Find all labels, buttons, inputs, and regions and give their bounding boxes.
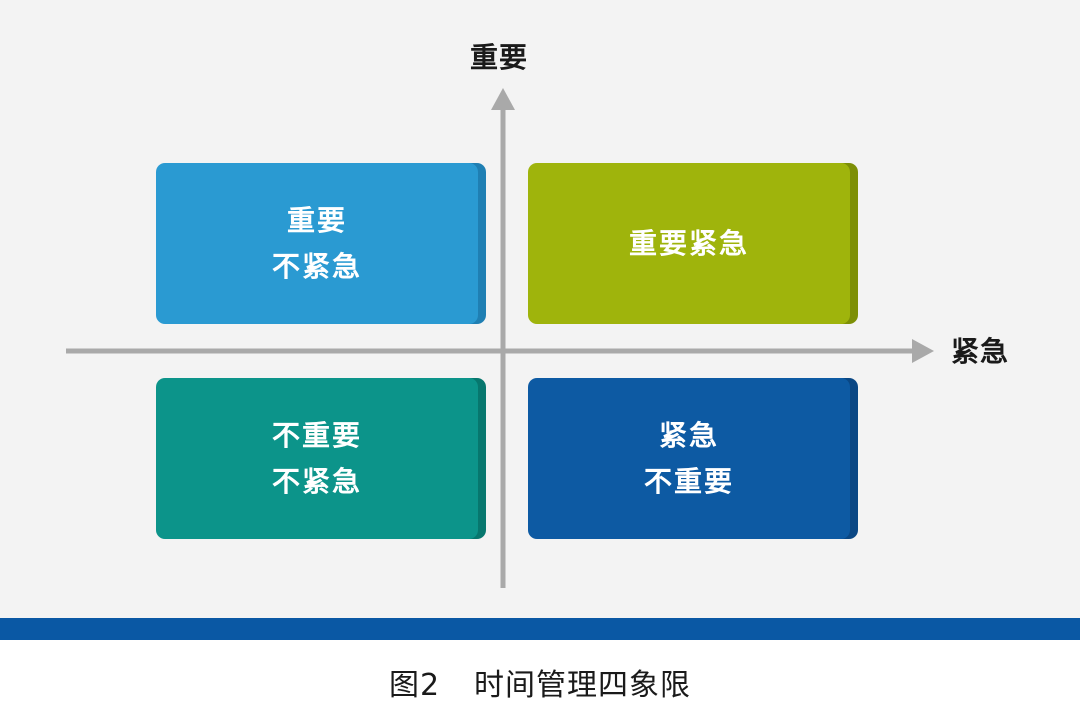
figure-title: 时间管理四象限 <box>474 668 692 703</box>
quadrant-label-line: 紧急 <box>658 418 719 452</box>
y-axis-label: 重要 <box>470 41 529 74</box>
x-axis-arrowhead <box>912 339 934 363</box>
quadrant-axes <box>66 88 934 588</box>
x-axis-label: 紧急 <box>951 335 1010 368</box>
quadrant-important-urgent: 重要紧急 <box>528 163 850 324</box>
quadrant-label-line: 重要 <box>286 203 347 237</box>
quadrant-label-line: 不紧急 <box>271 464 362 498</box>
quadrant-important-not-urgent: 重要 不紧急 <box>156 163 478 324</box>
quadrant-urgent-not-important: 紧急 不重要 <box>528 378 850 539</box>
bottom-accent-band <box>0 618 1080 640</box>
quadrant-label-line: 重要紧急 <box>628 226 749 260</box>
quadrant-label-line: 不重要 <box>271 418 362 452</box>
y-axis-arrowhead <box>491 88 515 110</box>
figure-caption: 图2 时间管理四象限 <box>0 660 1080 704</box>
figure-number: 图2 <box>388 668 441 703</box>
quadrant-label-line: 不重要 <box>643 464 734 498</box>
quadrant-not-important-not-urgent: 不重要 不紧急 <box>156 378 478 539</box>
quadrant-label-line: 不紧急 <box>271 249 362 283</box>
diagram-canvas: 重要 紧急 重要 不紧急 重要紧急 不重要 不紧急 紧急 不重要 <box>0 0 1080 618</box>
